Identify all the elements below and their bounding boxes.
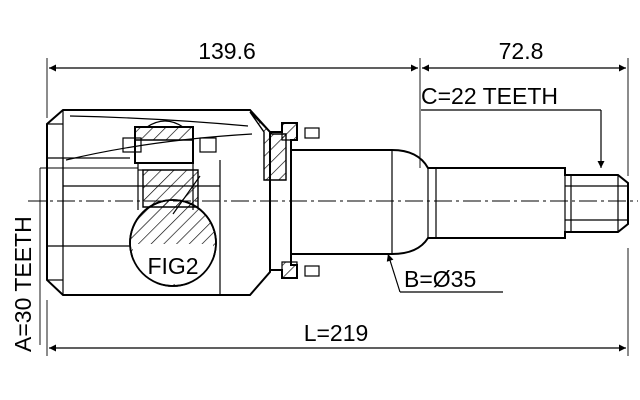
- dim-outer-teeth: C=22 TEETH: [421, 83, 558, 109]
- dim-housing-length: 139.6: [198, 38, 256, 64]
- ball-cage-section: [122, 120, 217, 210]
- dim-spline-diameter: B=Ø35: [404, 266, 476, 292]
- leader-spline-diameter: [386, 253, 401, 293]
- dim-shaft-length: 72.8: [499, 38, 544, 64]
- fig2-detail: FIG2: [129, 175, 217, 287]
- extension-lines: [39, 58, 629, 356]
- shaft: [291, 149, 629, 255]
- leader-lines: [386, 109, 605, 293]
- dim-total-length: L=219: [304, 320, 369, 346]
- fig2-label: FIG2: [147, 253, 198, 279]
- dim-inner-teeth: A=30 TEETH: [10, 216, 36, 352]
- boot-transition: [270, 122, 320, 279]
- dimension-lines: [49, 64, 626, 352]
